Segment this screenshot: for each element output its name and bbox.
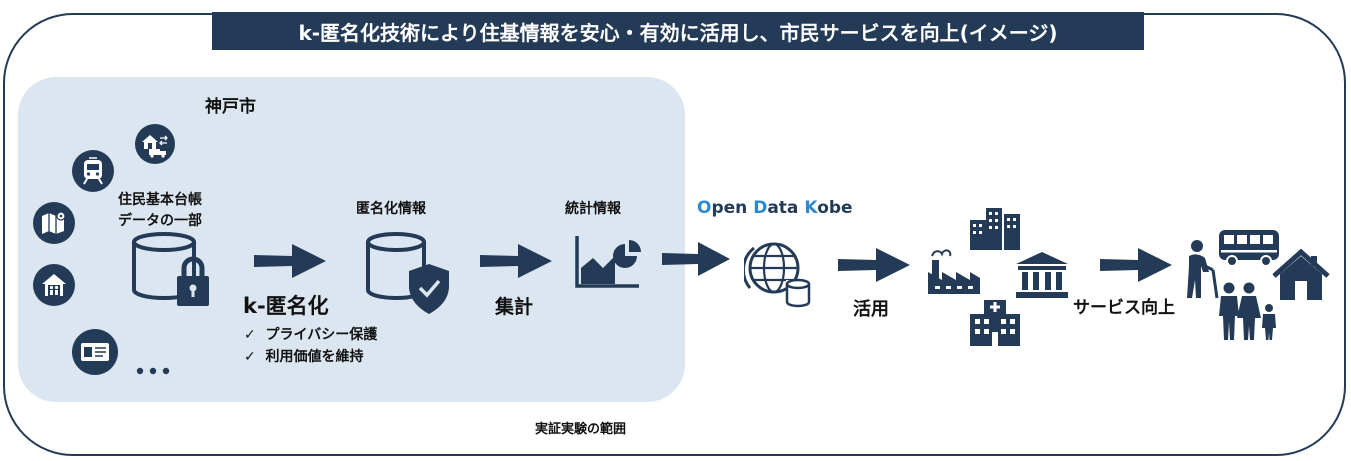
- database-shield-icon: [366, 232, 449, 314]
- benefit-text: 利用価値を維持: [265, 349, 364, 365]
- statistics-info-label: 統計情報: [565, 201, 621, 217]
- train-icon: [72, 150, 114, 192]
- id-card-icon: [72, 329, 118, 375]
- k-anonymization-label: k-匿名化: [243, 294, 329, 318]
- logo-letter-d: D: [753, 198, 768, 218]
- globe-database-icon: [744, 242, 811, 308]
- kobe-city-box: [18, 77, 685, 402]
- map-icon: [33, 202, 75, 244]
- office-buildings-icon: [970, 208, 1020, 250]
- statistics-chart-icon: [575, 236, 641, 288]
- service-improvement-label: サービス向上: [1073, 298, 1175, 318]
- flow-arrow-3: [662, 242, 730, 276]
- aggregate-label: 集計: [495, 296, 534, 318]
- family-icon: [1219, 282, 1276, 340]
- kobe-city-label: 神戸市: [205, 97, 256, 117]
- anonymized-info-label: 匿名化情報: [356, 201, 426, 217]
- hospital-icon: [970, 300, 1020, 346]
- elderly-person-icon: [1187, 240, 1219, 299]
- source-data-label-2: データの一部: [118, 213, 202, 229]
- bus-icon: [1219, 230, 1279, 267]
- flow-arrow-4: [838, 248, 910, 282]
- open-data-kobe-logo: Open Data Kobe: [697, 198, 853, 218]
- utilize-label: 活用: [853, 299, 889, 320]
- logo-text-obe: obe: [817, 198, 853, 218]
- house-move-icon: [135, 124, 175, 164]
- more-ellipsis-icon: [136, 367, 170, 375]
- home-icon: [1272, 248, 1330, 300]
- bank-icon: [1016, 252, 1068, 298]
- source-data-label-1: 住民基本台帳: [118, 192, 202, 208]
- factory-icon: [928, 249, 980, 294]
- flow-arrow-1: [254, 244, 326, 278]
- diagram-title: k-匿名化技術により住基情報を安心・有効に活用し、市民サービスを向上(イメージ): [212, 12, 1144, 50]
- benefit-item-2: ✓ 利用価値を維持: [244, 346, 363, 366]
- flow-arrow-5: [1100, 248, 1172, 282]
- logo-text-ata: ata: [767, 198, 805, 218]
- scope-caption: 実証実験の範囲: [535, 422, 627, 437]
- check-icon: ✓: [244, 349, 256, 365]
- logo-text-pen: pen: [711, 198, 754, 218]
- benefit-item-1: ✓ プライバシー保護: [244, 324, 377, 344]
- database-lock-icon: [132, 232, 209, 306]
- logo-letter-o: O: [697, 198, 712, 218]
- check-icon: ✓: [244, 327, 256, 343]
- benefit-text: プライバシー保護: [265, 327, 378, 343]
- family-home-icon: [33, 264, 75, 306]
- logo-letter-k: K: [804, 198, 818, 218]
- flow-arrow-2: [480, 244, 552, 278]
